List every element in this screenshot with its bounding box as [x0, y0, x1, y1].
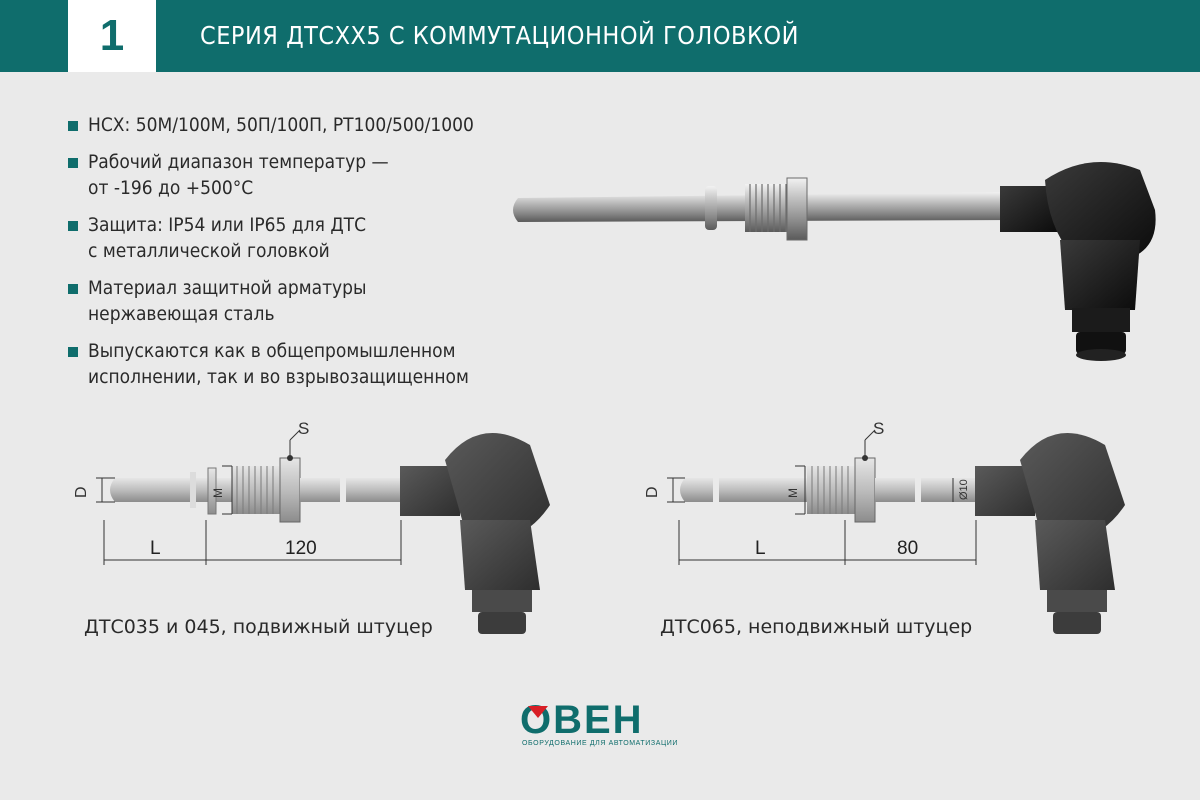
page-title: СЕРИЯ ДТСХХ5 С КОММУТАЦИОННОЙ ГОЛОВКОЙ — [200, 21, 799, 50]
caption-right: ДТС065, неподвижный штуцер — [660, 616, 973, 638]
bullet-square-icon — [68, 121, 78, 131]
label-length: 120 — [285, 538, 317, 559]
label-s: S — [298, 419, 309, 438]
bullet-square-icon — [68, 221, 78, 231]
label-d: D — [73, 486, 90, 498]
feature-text-cont: с металлической головкой — [88, 240, 330, 262]
label-d: D — [644, 486, 661, 498]
label-s: S — [873, 419, 884, 438]
header-bar: 1 СЕРИЯ ДТСХХ5 С КОММУТАЦИОННОЙ ГОЛОВКОЙ — [0, 0, 1200, 72]
label-m: M — [786, 488, 800, 498]
feature-text-cont: от -196 до +500°С — [88, 177, 254, 199]
logo-tagline: ОБОРУДОВАНИЕ ДЛЯ АВТОМАТИЗАЦИИ — [522, 740, 679, 747]
sensor-product-image — [513, 162, 1156, 361]
diagram-fixed-fitting: D M S Ø10 L 80 — [644, 419, 1125, 634]
feature-text: Рабочий диапазон температур — — [88, 151, 389, 173]
bullet-square-icon — [68, 158, 78, 168]
label-l: L — [755, 538, 766, 559]
bullet-square-icon — [68, 284, 78, 294]
feature-item: Рабочий диапазон температур — от -196 до… — [68, 149, 548, 201]
feature-item: НСХ: 50М/100М, 50П/100П, PT100/500/1000 — [68, 112, 548, 138]
diagram-movable-fitting: D M S L 120 — [73, 419, 550, 634]
feature-item: Материал защитной арматуры нержавеющая с… — [68, 275, 548, 327]
logo-red-accent-icon — [528, 706, 548, 718]
brand-logo: ОВЕН ОБОРУДОВАНИЕ ДЛЯ АВТОМАТИЗАЦИИ — [520, 698, 686, 754]
feature-text-cont: исполнении, так и во взрывозащищенном — [88, 366, 469, 388]
section-number: 1 — [68, 0, 156, 72]
feature-text-cont: нержавеющая сталь — [88, 303, 275, 325]
label-diameter: Ø10 — [958, 479, 970, 500]
feature-text: НСХ: 50М/100М, 50П/100П, PT100/500/1000 — [88, 114, 474, 136]
caption-left: ДТС035 и 045, подвижный штуцер — [84, 616, 433, 638]
label-m: M — [211, 488, 225, 498]
feature-item: Выпускаются как в общепромышленном испол… — [68, 338, 548, 390]
label-length: 80 — [897, 538, 918, 559]
feature-item: Защита: IP54 или IP65 для ДТС с металлич… — [68, 212, 548, 264]
label-l: L — [150, 538, 161, 559]
logo-text: ОВЕН — [520, 698, 644, 742]
feature-text: Материал защитной арматуры — [88, 277, 367, 299]
feature-list: НСХ: 50М/100М, 50П/100П, PT100/500/1000 … — [68, 112, 548, 401]
feature-text: Выпускаются как в общепромышленном — [88, 340, 456, 362]
feature-text: Защита: IP54 или IP65 для ДТС — [88, 214, 367, 236]
bullet-square-icon — [68, 347, 78, 357]
